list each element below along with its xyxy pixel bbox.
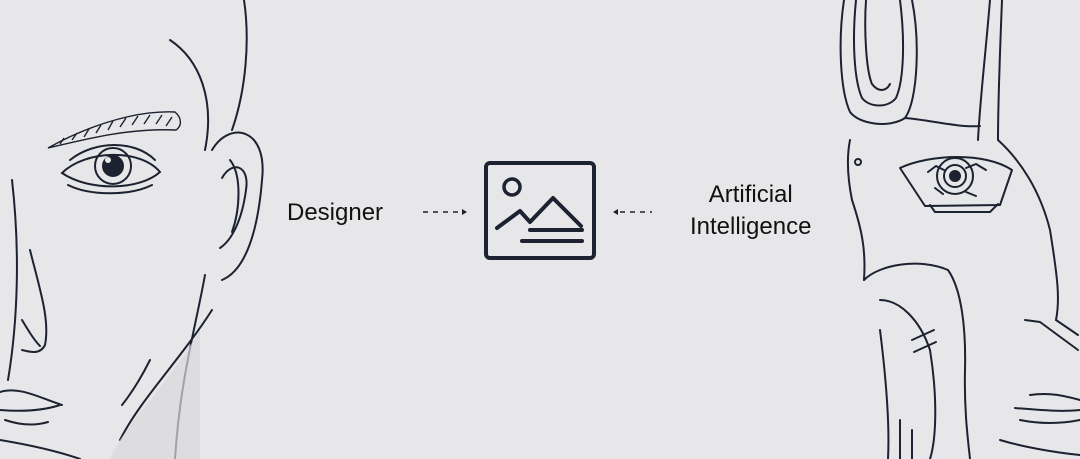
dashed-arrow-left-icon — [613, 209, 652, 215]
ai-label-line2: Intelligence — [690, 213, 812, 240]
ai-label-line1: Artificial — [708, 181, 793, 208]
designer-label: Designer — [287, 199, 384, 226]
ai-label: Artificial Intelligence — [690, 179, 811, 243]
dashed-arrow-right-icon — [423, 209, 467, 215]
